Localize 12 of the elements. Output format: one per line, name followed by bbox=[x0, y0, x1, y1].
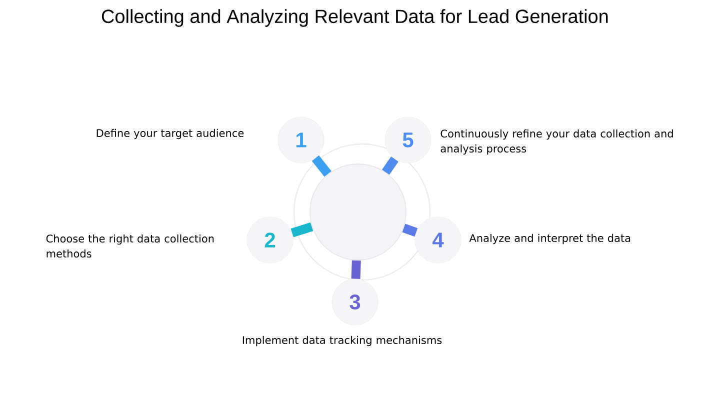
wedge-connector bbox=[402, 224, 418, 237]
step-description: Implement data tracking mechanisms bbox=[242, 336, 442, 346]
center-circle bbox=[310, 164, 406, 260]
title: Collecting and Analyzing Relevant Data for Lead Generation bbox=[102, 9, 608, 27]
step-description: Choose the right data collection methods bbox=[46, 234, 214, 258]
step-description: Continuously refine your data collection and analysis process bbox=[440, 129, 673, 155]
wedge-connector bbox=[290, 222, 314, 238]
wedge-connector bbox=[312, 155, 332, 177]
step-description: Analyze and interpret the data bbox=[469, 234, 630, 244]
wedge-connector bbox=[382, 156, 398, 175]
step-description: Define your target audience bbox=[96, 128, 244, 140]
wedge-connector bbox=[351, 260, 361, 279]
